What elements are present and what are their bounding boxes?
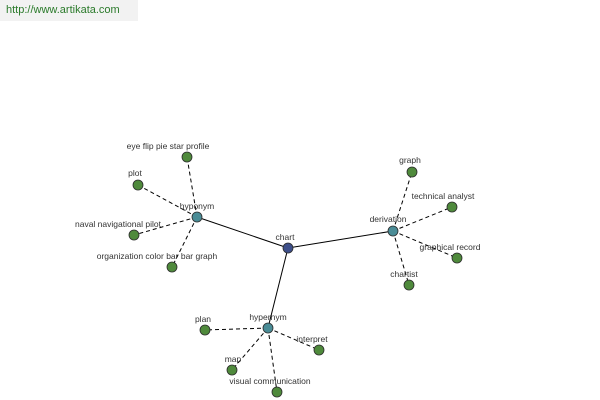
node-label-graph[interactable]: graph — [399, 155, 421, 165]
node-naval-navigational-pilot[interactable] — [128, 229, 140, 241]
node-map[interactable] — [226, 364, 238, 376]
node-label-hypernym[interactable]: hypernym — [249, 312, 286, 322]
node-plot[interactable] — [132, 179, 144, 191]
edge-chart-to-hyponym — [196, 216, 289, 249]
edge-hypernym-to-visual-communication — [267, 327, 278, 393]
nodes-layer — [128, 151, 463, 398]
edge-derivation-to-chartist — [392, 230, 410, 286]
node-label-plot[interactable]: plot — [128, 168, 142, 178]
edge-derivation-to-technical-analyst — [392, 206, 453, 232]
edge-hyponym-to-eye-flip-pie-star-profile — [186, 156, 198, 218]
edge-derivation-to-graph — [392, 171, 413, 232]
node-label-naval-navigational-pilot[interactable]: naval navigational pilot — [75, 219, 162, 229]
edge-hyponym-to-naval-navigational-pilot — [133, 216, 198, 236]
node-graph[interactable] — [406, 166, 418, 178]
edges-layer — [133, 156, 458, 393]
node-organization-color-bar-bar-graph[interactable] — [166, 261, 178, 273]
edge-chart-to-derivation — [287, 230, 394, 249]
node-hyponym[interactable] — [191, 211, 203, 223]
edge-hypernym-to-map — [231, 327, 269, 371]
node-technical-analyst[interactable] — [446, 201, 458, 213]
node-interpret[interactable] — [313, 344, 325, 356]
node-label-map[interactable]: map — [225, 354, 242, 364]
edge-hypernym-to-interpret — [267, 327, 320, 351]
node-label-chartist[interactable]: chartist — [390, 269, 418, 279]
edge-hyponym-to-organization-color-bar-bar-graph — [171, 216, 198, 268]
node-label-derivation[interactable]: derivation — [370, 214, 407, 224]
node-visual-communication[interactable] — [271, 386, 283, 398]
node-label-graphical-record[interactable]: graphical record — [420, 242, 481, 252]
node-graphical-record[interactable] — [451, 252, 463, 264]
node-derivation[interactable] — [387, 225, 399, 237]
node-label-interpret[interactable]: interpret — [296, 334, 328, 344]
edge-chart-to-hypernym — [267, 247, 289, 329]
node-eye-flip-pie-star-profile[interactable] — [181, 151, 193, 163]
node-label-plan[interactable]: plan — [195, 314, 211, 324]
labels-layer: chart hyponym derivation hypernym eye flip p… — [75, 141, 481, 386]
edge-hypernym-to-plan — [204, 327, 269, 331]
node-hypernym[interactable] — [262, 322, 274, 334]
node-chart[interactable] — [282, 242, 294, 254]
node-chartist[interactable] — [403, 279, 415, 291]
node-label-visual-communication[interactable]: visual communication — [229, 376, 311, 386]
node-plan[interactable] — [199, 324, 211, 336]
node-label-chart[interactable]: chart — [276, 232, 296, 242]
source-url-link[interactable]: http://www.artikata.com — [0, 0, 138, 21]
node-label-organization-color-bar-bar-graph[interactable]: organization color bar bar graph — [97, 251, 218, 261]
edge-derivation-to-graphical-record — [392, 230, 458, 259]
node-label-eye-flip-pie-star-profile[interactable]: eye flip pie star profile — [127, 141, 210, 151]
node-label-technical-analyst[interactable]: technical analyst — [412, 191, 475, 201]
node-label-hyponym[interactable]: hyponym — [180, 201, 215, 211]
